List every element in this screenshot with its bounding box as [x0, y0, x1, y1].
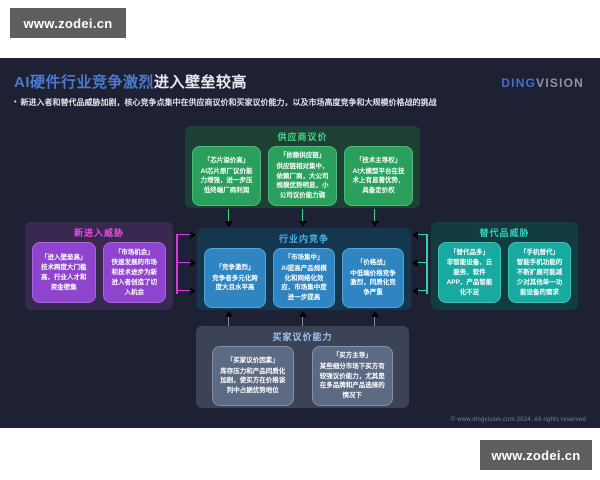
arrow-right-icon — [176, 258, 196, 267]
arrow-up-icon — [224, 311, 233, 326]
box-body: 中低端价格竞争激烈，同质化竞争严重 — [350, 269, 396, 297]
box-row: 「替代品多」 非智能设备、云服务、软件APP，产品智能化不足 「手机替代」 智能… — [431, 242, 578, 310]
box-title: 「价格战」 — [356, 258, 390, 266]
box-body: 技术跨度大门槛高、行业人才和资金密集 — [41, 264, 87, 291]
page-title: AI硬件行业竞争激烈进入壁垒较高 — [14, 71, 247, 92]
arrow-down-icon — [224, 209, 233, 227]
box-title: 「市场机会」 — [114, 248, 154, 256]
rivalry-box-intense: 「竞争激烈」 竞争者多元化跨度大且水平高 — [204, 248, 266, 308]
arrow-left-icon — [412, 258, 428, 267]
box-row: 「芯片溢价高」 AI芯片原厂议价能力增强，进一步压低终端厂商利润 「依赖供应链」… — [185, 146, 420, 213]
title-rest: 进入壁垒较高 — [154, 74, 248, 91]
connector-line — [426, 234, 428, 294]
box-row: 「买家议价因素」 库存压力和产品同质化加剧，使买方在价格谈判中占据优势地位 「买… — [196, 346, 409, 414]
slide: AI硬件行业竞争激烈进入壁垒较高 DINGVISION • 新进入者和替代品威胁… — [0, 58, 600, 428]
box-title: 「芯片溢价高」 — [203, 156, 250, 164]
supplier-box-tech-dominance: 「技术主导权」 AI大模型平台在技术上有显著优势，具备定价权 — [344, 146, 413, 206]
section-header: 供应商议价 — [277, 132, 328, 142]
arrow-down-icon — [370, 209, 379, 227]
box-title: 「买家议价因素」 — [226, 356, 279, 364]
box-body: 某些细分市场下买方有较强议价能力，尤其是在多品牌和产品选择的情况下 — [319, 362, 385, 399]
box-body: 非智能设备、云服务、软件APP，产品智能化不足 — [446, 259, 493, 296]
box-title: 「市场集中」 — [284, 254, 324, 261]
section-header: 买家议价能力 — [272, 332, 333, 342]
watermark-text: www.zodei.cn — [491, 447, 581, 463]
box-title: 「技术主导权」 — [355, 156, 402, 164]
dingvision-logo: DINGVISION — [501, 76, 584, 90]
section-new-entrants: 新进入威胁 「进入壁垒高」 技术跨度大门槛高、行业人才和资金密集 「市场机会」 … — [25, 222, 173, 310]
buyers-box-dominance: 「买方主导」 某些细分市场下买方有较强议价能力，尤其是在多品牌和产品选择的情况下 — [311, 346, 393, 406]
section-header: 行业内竞争 — [278, 234, 329, 244]
title-highlight: AI硬件行业竞争激烈 — [14, 74, 155, 91]
bullet-icon: • — [14, 99, 17, 106]
box-row: 「竞争激烈」 竞争者多元化跨度大且水平高 「市场集中」 AI提高产品规模化和网络… — [197, 248, 411, 315]
box-title: 「进入壁垒高」 — [41, 253, 87, 261]
box-body: 供应链相对集中，依赖厂商，大公司规模优势明显，小公司议价能力弱 — [276, 162, 329, 199]
section-industry-rivalry: 行业内竞争 「竞争激烈」 竞争者多元化跨度大且水平高 「市场集中」 AI提高产品… — [197, 228, 411, 310]
copyright-text: © www.dingvision.com 2024. All rights re… — [450, 417, 586, 423]
box-row: 「进入壁垒高」 技术跨度大门槛高、行业人才和资金密集 「市场机会」 快速发展的市… — [25, 242, 173, 310]
logo-part1: DING — [501, 76, 537, 90]
box-body: AI提高产品规模化和网络化效应，市场集中度进一步提高 — [281, 264, 327, 301]
box-body: 快速发展的市场和技术进步为新进入者创造了切入机会 — [111, 259, 158, 296]
substitutes-box-phone: 「手机替代」 智能手机功能的不断扩展可能减少对其他单一功能设备的需求 — [508, 242, 571, 303]
section-header: 替代品威胁 — [479, 228, 530, 238]
box-title: 「竞争激烈」 — [215, 263, 255, 271]
rivalry-box-concentration: 「市场集中」 AI提高产品规模化和网络化效应，市场集中度进一步提高 — [273, 248, 335, 308]
box-title: 「手机替代」 — [520, 248, 559, 256]
box-body: AI芯片原厂议价能力增强，进一步压低终端厂商利润 — [200, 167, 253, 195]
section-buyer-bargaining: 买家议价能力 「买家议价因素」 库存压力和产品同质化加剧，使买方在价格谈判中占据… — [196, 326, 409, 408]
supplier-box-chip-premium: 「芯片溢价高」 AI芯片原厂议价能力增强，进一步压低终端厂商利润 — [192, 146, 261, 206]
rivalry-box-price-war: 「价格战」 中低端价格竞争激烈，同质化竞争严重 — [342, 248, 404, 308]
watermark-top-left: www.zodei.cn — [10, 8, 126, 38]
arrow-right-icon — [176, 286, 196, 295]
arrow-down-icon — [298, 209, 307, 227]
subtitle-text: 新进入者和替代品威胁加剧，核心竞争点集中在供应商议价和买家议价能力，以及市场高度… — [20, 98, 437, 107]
supplier-box-supply-chain: 「依赖供应链」 供应链相对集中，依赖厂商，大公司规模优势明显，小公司议价能力弱 — [268, 146, 337, 206]
buyers-box-factors: 「买家议价因素」 库存压力和产品同质化加剧，使买方在价格谈判中占据优势地位 — [212, 346, 294, 406]
box-title: 「替代品多」 — [450, 248, 489, 256]
box-title: 「买方主导」 — [332, 352, 372, 359]
arrow-up-icon — [370, 311, 379, 326]
section-supplier-bargaining: 供应商议价 「芯片溢价高」 AI芯片原厂议价能力增强，进一步压低终端厂商利润 「… — [185, 126, 420, 208]
box-body: 库存压力和产品同质化加剧，使买方在价格谈判中占据优势地位 — [220, 367, 286, 395]
arrow-right-icon — [176, 230, 196, 239]
logo-part2: VISION — [536, 76, 584, 90]
arrow-left-icon — [412, 286, 428, 295]
subtitle: • 新进入者和替代品威胁加剧，核心竞争点集中在供应商议价和买家议价能力，以及市场… — [14, 98, 574, 109]
box-body: 智能手机功能的不断扩展可能减少对其他单一功能设备的需求 — [516, 259, 563, 296]
box-body: AI大模型平台在技术上有显著优势，具备定价权 — [352, 167, 405, 195]
section-header: 新进入威胁 — [73, 228, 124, 238]
watermark-bottom-right: www.zodei.cn — [480, 440, 592, 470]
watermark-text: www.zodei.cn — [23, 15, 113, 31]
box-body: 竞争者多元化跨度大且水平高 — [212, 274, 258, 292]
arrow-left-icon — [412, 230, 428, 239]
connector-line — [176, 234, 178, 294]
box-title: 「依赖供应链」 — [279, 152, 326, 159]
section-substitutes: 替代品威胁 「替代品多」 非智能设备、云服务、软件APP，产品智能化不足 「手机… — [431, 222, 578, 310]
arrow-up-icon — [298, 311, 307, 326]
entrants-box-barrier: 「进入壁垒高」 技术跨度大门槛高、行业人才和资金密集 — [32, 242, 96, 303]
entrants-box-opportunity: 「市场机会」 快速发展的市场和技术进步为新进入者创造了切入机会 — [102, 242, 166, 303]
substitutes-box-many: 「替代品多」 非智能设备、云服务、软件APP，产品智能化不足 — [438, 242, 501, 303]
